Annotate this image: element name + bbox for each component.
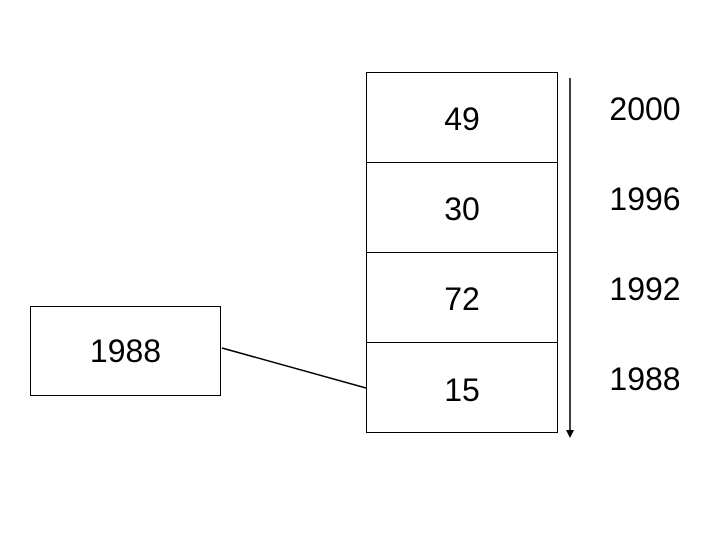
year-label: 1996 [609,180,681,217]
year-label: 2000 [609,90,681,127]
year-labels: 2000 1996 1992 1988 [590,72,700,432]
stack-cell-value: 72 [444,281,480,317]
stack-cell: 72 [367,253,557,343]
lookup-key-box: 1988 [30,306,221,396]
stack-cell-value: 15 [444,371,480,408]
stack-cell: 30 [367,163,557,253]
arrow-head-icon [566,430,574,438]
year-label: 1992 [609,270,681,307]
stack-cell-value: 30 [444,191,480,227]
stack-cell-value: 49 [444,101,480,137]
stack-cell: 15 [367,343,557,433]
lookup-key-label: 1988 [89,332,162,369]
year-label: 1988 [609,360,681,397]
stack-cell: 49 [367,73,557,163]
connector-line [221,347,367,389]
value-stack: 49 30 72 15 [366,72,558,433]
